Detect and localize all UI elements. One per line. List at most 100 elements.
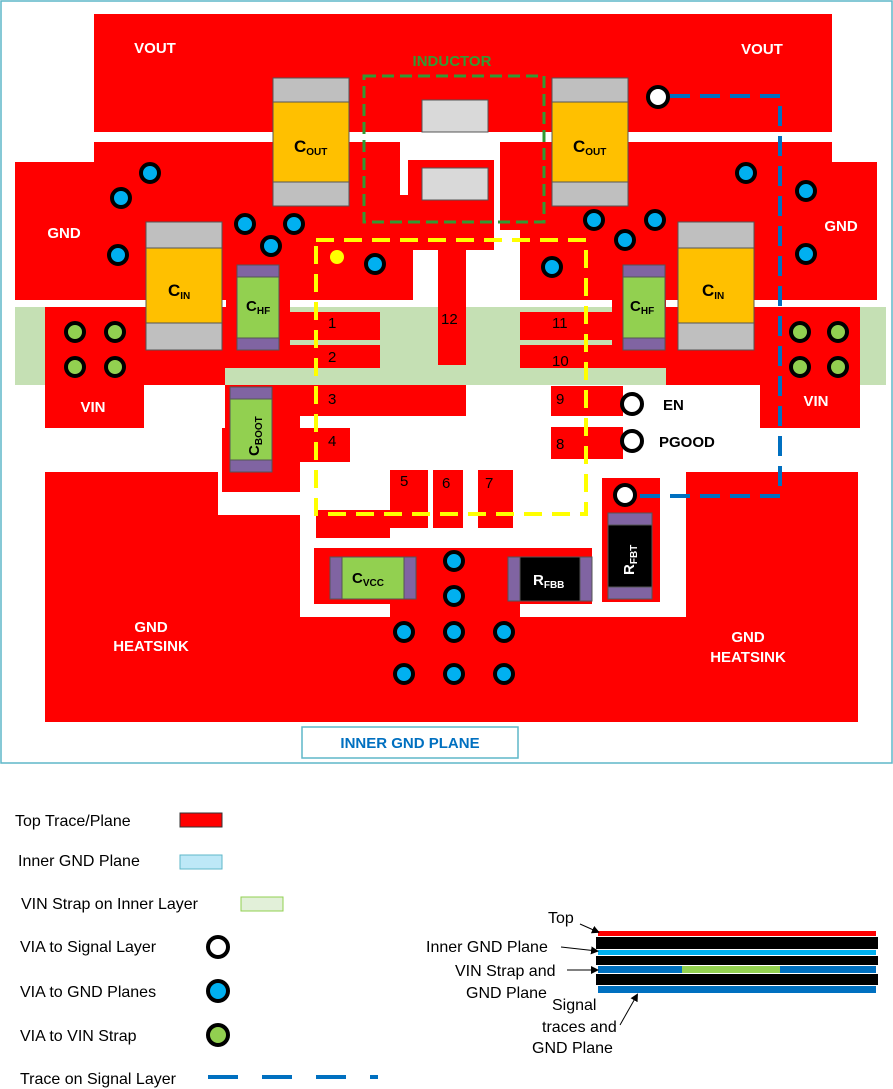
stackup: Top Inner GND Plane VIN Strap and GND Pl… [426,910,878,1057]
gnd-via [493,621,515,643]
vin-plane-left [45,307,380,428]
signal-vias [613,85,670,507]
signal-via-fb [613,483,637,507]
cin-left: CIN [145,221,223,351]
gnd-via [735,162,757,184]
gnd-via [393,663,415,685]
svg-text:CHF: CHF [246,298,270,317]
rfbb: RFBB [507,556,593,602]
inner-gnd-label-box [301,726,519,759]
signal-via-en [620,392,644,416]
gnd-via [644,209,666,231]
cboot: CBOOT [229,386,273,473]
gnd-via [493,663,515,685]
pin-6: 6 [442,475,450,492]
gnd-via [443,621,465,643]
stackup-black-1 [596,937,878,949]
stackup-vin-strap-label-2: GND Plane [466,985,547,1002]
vin-left-label: VIN [80,399,105,416]
gnd-via [234,213,256,235]
vin-via [104,321,126,343]
signal-trace [630,94,782,498]
stackup-vin-strap-label-1: VIN Strap and [455,963,556,980]
cout-left: COUT [272,77,350,207]
svg-text:COUT: COUT [573,137,606,158]
rfbt: RFBT [607,512,653,600]
gnd-via [443,585,465,607]
pin7-trace [478,470,513,528]
gnd-vias [107,162,817,685]
heatsink-left-label-1: GND [134,619,168,636]
vin-via [104,356,126,378]
pin-4: 4 [328,433,336,450]
legend-inner-gnd: Inner GND Plane [18,853,140,870]
pin-12: 12 [441,311,458,328]
legend-top-trace: Top Trace/Plane [15,813,131,830]
gnd-via [443,663,465,685]
pin11-trace [520,312,612,340]
stackup-top-label: Top [548,910,574,927]
cin-right: CIN [677,221,755,351]
inductor-pad-top [421,99,489,133]
gnd-via [795,243,817,265]
pin-5: 5 [400,473,408,490]
gnd-left-label: GND [47,225,81,242]
vin-vias [64,321,849,378]
svg-text:CVCC: CVCC [352,570,384,589]
legend-red-swatch [179,812,223,828]
stackup-signal-label-2: traces and [542,1019,617,1036]
stackup-signal-label-1: Signal [552,997,596,1014]
stackup-black-2 [596,956,878,965]
pin-numbers: 1 2 3 4 5 6 7 8 9 10 11 12 [328,311,569,492]
heatsink-left-label-2: HEATSINK [113,638,189,655]
gnd-via [107,244,129,266]
svg-text:CIN: CIN [168,281,190,302]
inductor-outline [362,74,546,224]
legend: Top Trace/Plane Inner GND Plane VIN Stra… [15,812,378,1088]
stackup-black-3 [596,974,878,985]
stackup-signal-label-3: GND Plane [532,1040,613,1057]
pin-10: 10 [552,353,569,370]
gnd-via [364,253,386,275]
ic-hot-loop [314,238,588,516]
stackup-vin-gnd-layer-right [780,966,876,973]
vin-via [789,356,811,378]
svg-text:CHF: CHF [630,298,654,317]
vin-via [827,356,849,378]
pin1-dot [330,250,344,264]
inner-gnd-label: INNER GND PLANE [340,735,479,752]
signal-via-vout [646,85,670,109]
heatsink-left [45,472,430,722]
vin-via [789,321,811,343]
pin3-trace [225,385,466,428]
legend-blue-via-icon [206,979,230,1003]
heatsink-right-label-2: HEATSINK [710,649,786,666]
pin6-trace [433,470,463,528]
svg-text:CIN: CIN [702,281,724,302]
chf-right: CHF [622,264,666,351]
pin-3: 3 [328,391,336,408]
legend-white-via-icon [206,935,230,959]
gnd-via [614,229,636,251]
legend-trace-signal: Trace on Signal Layer [20,1071,177,1088]
pin5-link [316,510,390,538]
gnd-right-label: GND [824,218,858,235]
legend-via-gnd: VIA to GND Planes [20,984,156,1001]
pin1-trace [290,312,380,340]
inductor-pad-bottom [421,167,489,201]
pin-2: 2 [328,349,336,366]
svg-text:CBOOT: CBOOT [246,416,265,456]
vin-via [64,321,86,343]
stackup-inner-gnd-layer [598,950,876,955]
heatsink-right [475,472,858,722]
vout-gnd-gap [94,132,832,140]
svg-text:COUT: COUT [294,137,327,158]
pin-8: 8 [556,436,564,453]
heatsink-right-label-1: GND [731,629,765,646]
vin-plane-right [520,307,860,428]
pin-7: 7 [485,475,493,492]
legend-green-via-icon [206,1023,230,1047]
vout-left-label: VOUT [134,40,176,57]
pin5-trace [390,470,428,528]
